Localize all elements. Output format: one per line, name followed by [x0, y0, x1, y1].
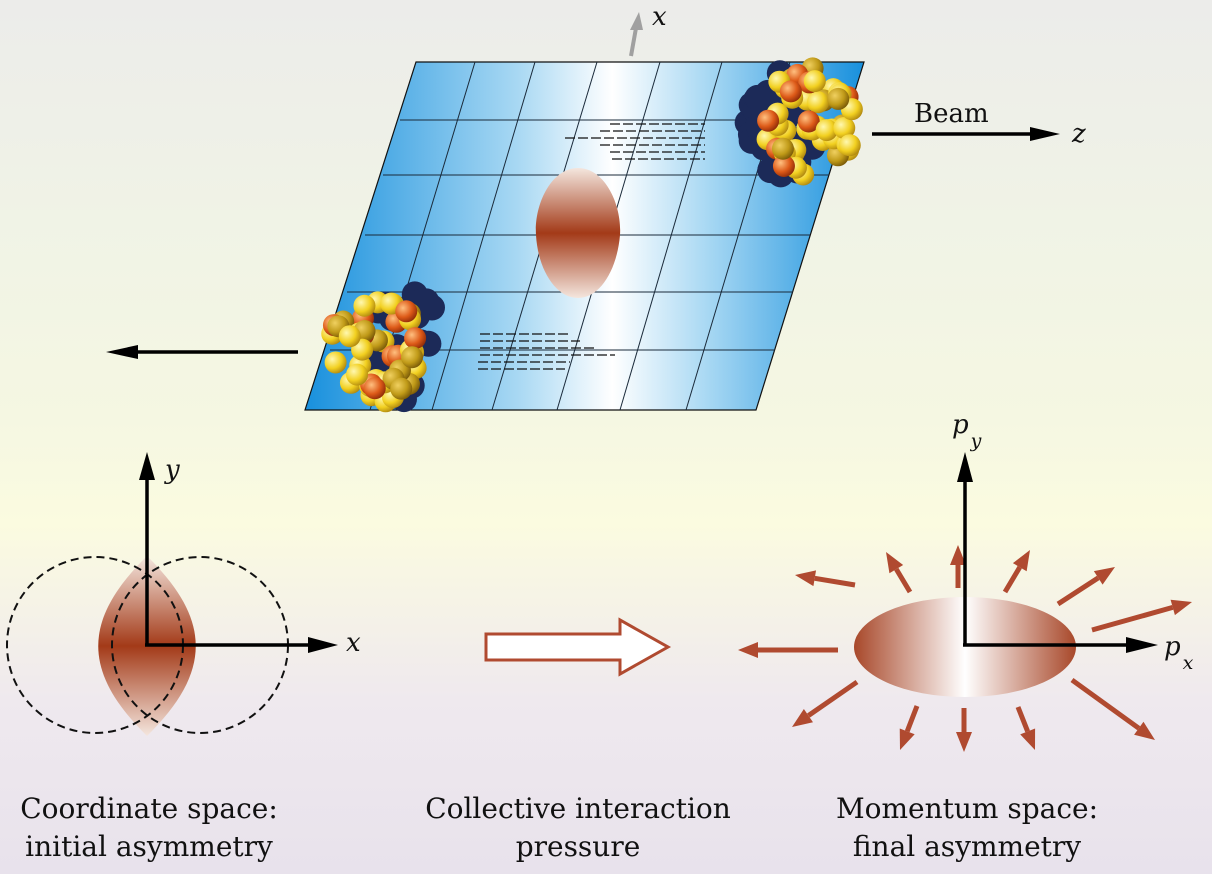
flow-arrow-head	[1170, 599, 1192, 616]
caption-coordinate: Coordinate space: initial asymmetry	[10, 790, 288, 866]
trailing-dashes-top	[565, 123, 705, 160]
beam-arrow	[872, 127, 1060, 141]
label-px-sub: x	[1182, 652, 1194, 674]
caption-momentum: Momentum space: final asymmetry	[826, 790, 1108, 866]
label-x-plane: x	[652, 2, 667, 32]
flow-arrow-shaft	[1070, 677, 1141, 731]
neutron-sphere	[744, 84, 771, 111]
label-x-coord: x	[346, 628, 361, 658]
nucleon-sphere	[803, 70, 826, 93]
overlap-region	[535, 168, 621, 298]
label-beam: Beam	[914, 99, 989, 129]
nucleon-sphere	[779, 80, 802, 103]
x-axis-arrowhead	[308, 637, 338, 653]
coordinate-space	[6, 452, 338, 736]
flow-arrow-head	[1093, 567, 1115, 585]
nucleus-left	[321, 281, 445, 413]
caption-collective-line2: pressure	[515, 830, 641, 863]
nucleon-sphere	[838, 134, 861, 157]
momentum-ellipse	[854, 597, 1076, 697]
caption-coordinate-line1: Coordinate space:	[20, 792, 278, 825]
nucleon-sphere	[338, 325, 361, 348]
caption-momentum-line1: Momentum space:	[835, 792, 1099, 825]
flow-arrow-shaft	[904, 705, 920, 733]
pressure-arrow	[484, 617, 672, 677]
y-axis-arrowhead	[139, 452, 155, 480]
reaction-plane	[304, 61, 865, 411]
left-nucleus-arrow	[106, 345, 298, 359]
label-py-sub: y	[970, 430, 982, 452]
nucleon-sphere	[772, 155, 795, 178]
flow-arrow-shaft	[814, 575, 856, 588]
flow-arrows	[738, 545, 1192, 752]
label-y: y	[165, 455, 180, 485]
flow-arrow-head	[950, 545, 966, 565]
flow-arrow-head	[738, 642, 758, 658]
nucleon-sphere	[395, 300, 418, 323]
nucleon-sphere	[363, 377, 386, 400]
caption-momentum-line2: final asymmetry	[852, 830, 1082, 863]
caption-collective-line1: Collective interaction	[425, 792, 731, 825]
nucleon-sphere	[390, 377, 413, 400]
trailing-dashes-bottom	[478, 333, 615, 370]
flow-arrow-head	[795, 570, 817, 587]
label-py-p: p	[952, 410, 969, 440]
momentum-space	[738, 452, 1192, 752]
flow-arrow-shaft	[1056, 575, 1100, 607]
caption-collective: Collective interaction pressure	[418, 790, 738, 866]
flow-arrow-shaft	[807, 679, 859, 718]
nucleon-sphere	[404, 327, 427, 350]
flow-arrow-head	[956, 732, 972, 752]
plane-x-arrow	[629, 12, 643, 57]
flow-arrow-shaft	[1091, 604, 1174, 633]
nucleon-sphere	[401, 346, 424, 369]
flow-arrow-shaft	[894, 567, 913, 594]
nucleon-sphere	[807, 91, 830, 114]
nucleon-sphere	[815, 119, 838, 142]
nucleon-sphere	[833, 116, 856, 139]
nucleon-sphere	[797, 110, 820, 133]
nucleon-sphere	[353, 294, 376, 317]
nucleon-sphere	[346, 363, 369, 386]
py-axis-arrowhead	[957, 452, 973, 482]
flow-arrow-head	[899, 728, 915, 750]
nucleon-sphere	[757, 109, 780, 132]
nucleon-sphere	[771, 137, 794, 160]
flow-arrow-head	[886, 552, 904, 574]
flow-arrow-head	[1020, 728, 1036, 750]
nucleon-sphere	[324, 351, 347, 374]
flow-arrow-shaft	[1002, 565, 1022, 594]
caption-coordinate-line2: initial asymmetry	[25, 830, 273, 863]
label-py: py	[952, 410, 981, 452]
label-z: z	[1072, 119, 1086, 149]
flow-arrow-head	[1134, 721, 1155, 740]
label-px-p: p	[1164, 632, 1181, 662]
px-axis-arrowhead	[1126, 637, 1158, 653]
flow-arrow-head	[792, 709, 813, 727]
flow-arrow-shaft	[1015, 706, 1030, 733]
label-px: px	[1164, 632, 1193, 674]
nucleon-sphere	[827, 87, 850, 110]
flow-arrow-head	[1012, 550, 1030, 572]
nucleus-right	[734, 57, 863, 188]
